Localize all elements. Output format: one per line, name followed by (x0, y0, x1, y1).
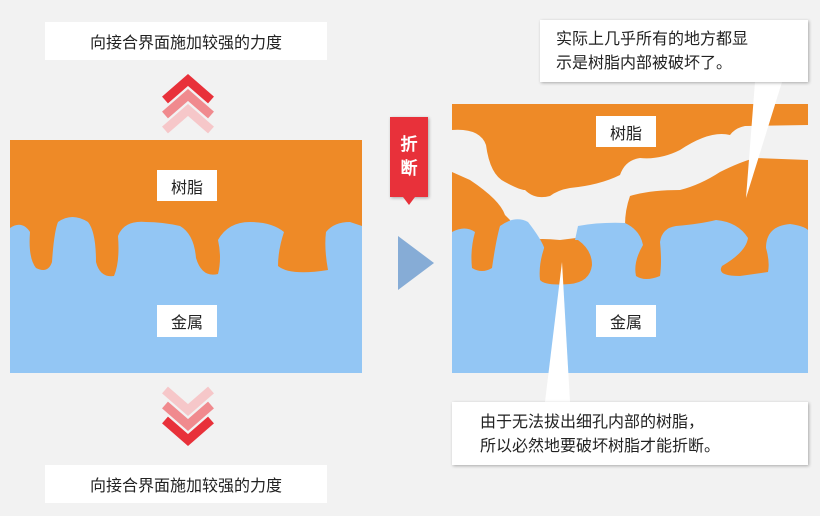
callout-bottom-line2: 所以必然地要破坏树脂才能折断。 (480, 435, 721, 455)
break-tag-line2: 断 (400, 159, 418, 179)
bottom-force-label: 向接合界面施加较强的力度 (45, 465, 327, 503)
break-tag-line1: 折 (400, 135, 418, 155)
callout-top-pointer (746, 82, 782, 198)
left-metal-label: 金属 (157, 305, 217, 337)
top-force-label: 向接合界面施加较强的力度 (45, 22, 327, 60)
fracture-gap (452, 125, 808, 240)
right-metal-layer (452, 219, 808, 373)
callout-bottom: 由于无法拔出细孔内部的树脂， 所以必然地要破坏树脂才能折断。 (452, 402, 808, 465)
left-metal-layer (10, 217, 362, 373)
callout-top-line1: 实际上几乎所有的地方都显 (556, 29, 749, 48)
callout-top: 实际上几乎所有的地方都显 示是树脂内部被破坏了。 (540, 20, 808, 82)
callout-bottom-pointer (545, 262, 570, 402)
break-tag: 折 断 (390, 117, 428, 205)
force-up-arrow-icon (162, 74, 214, 134)
right-metal-label: 金属 (596, 305, 656, 337)
left-resin-label: 树脂 (157, 170, 217, 201)
right-resin-label: 树脂 (596, 116, 656, 147)
callout-top-line2: 示是树脂内部被破坏了。 (556, 53, 733, 72)
force-down-arrow-icon (162, 386, 214, 446)
callout-bottom-line1: 由于无法拔出细孔内部的树脂， (480, 411, 705, 431)
next-step-arrow-icon (398, 236, 434, 290)
